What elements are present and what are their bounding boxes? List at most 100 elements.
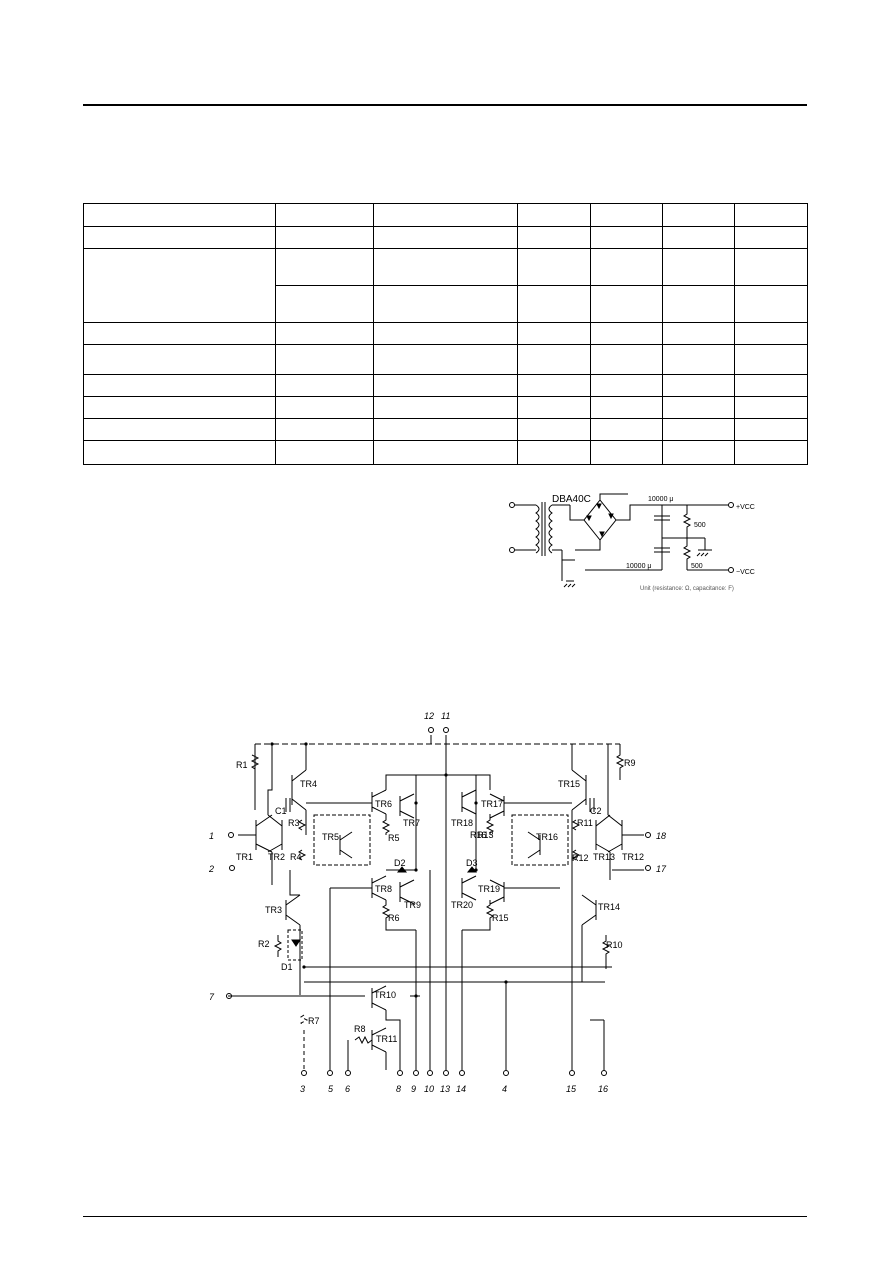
resistor-r9 (300, 1014, 309, 1070)
label-c2: C2 (590, 806, 602, 816)
capacitor-c2 (589, 798, 595, 812)
label-r7: R7 (308, 1016, 320, 1026)
resistor-r3 (298, 819, 307, 831)
supply-circuit: DBA40C 10000 μ 10000 μ 500 500 +VCC −VCC… (509, 493, 755, 592)
table-row (83, 322, 808, 345)
resistor-r7 (381, 900, 416, 931)
pin-8: 8 (396, 1084, 401, 1094)
label-tr3: TR3 (265, 905, 282, 915)
tr5-box (313, 814, 371, 866)
label-r1: R1 (236, 760, 248, 770)
resistor-r2 (273, 935, 282, 957)
transistor-tr20 (461, 875, 477, 901)
label-r6: R6 (388, 913, 400, 923)
pin-10: 10 (424, 1084, 434, 1094)
label-r12: R12 (572, 853, 589, 863)
label-tr14: TR14 (598, 902, 620, 912)
input-terminal-top (509, 502, 515, 508)
footer-rule (83, 1216, 807, 1217)
pin-1: 1 (209, 831, 214, 841)
label-tr20: TR20 (451, 900, 473, 910)
table-row (83, 248, 808, 323)
pin-7: 7 (209, 992, 215, 1002)
transistor-tr1 (238, 814, 273, 853)
unit-note: Unit (resistance: Ω, capacitance: F) (640, 586, 734, 592)
label-c1: C1 (275, 806, 287, 816)
transformer-secondary (548, 504, 553, 554)
resistor-r13 (572, 849, 581, 861)
spec-table (83, 203, 808, 465)
table-row (83, 418, 808, 441)
label-tr16: TR16 (536, 832, 558, 842)
label-r10: R10 (606, 940, 623, 950)
vcc-neg-label: −VCC (736, 569, 755, 576)
label-tr4: TR4 (300, 779, 317, 789)
capacitor-c1 (285, 798, 291, 812)
label-tr9: TR9 (404, 900, 421, 910)
resistor-r10 (615, 744, 625, 780)
res-top-label: 500 (694, 522, 706, 529)
pin-15: 15 (566, 1084, 577, 1094)
label-r16: R16 (470, 830, 487, 840)
transformer-primary (535, 504, 540, 554)
resistor-r8 (354, 1035, 373, 1045)
label-tr5: TR5 (322, 832, 339, 842)
pin-17: 17 (656, 864, 667, 874)
table-row (83, 440, 808, 465)
transistor-tr18 (461, 775, 477, 870)
pin-16: 16 (598, 1084, 608, 1094)
resistor-r11 (601, 935, 611, 969)
table-row (83, 396, 808, 419)
pin-9: 9 (411, 1084, 416, 1094)
transistor-tr4 (291, 744, 307, 835)
resistor-r15 (485, 814, 495, 835)
ground-pin-16 (590, 1019, 605, 1070)
pin-14: 14 (456, 1084, 466, 1094)
label-d2: D2 (394, 858, 406, 868)
pin-6: 6 (345, 1084, 350, 1094)
transistor-tr2 (267, 814, 283, 853)
resistor-r12 (572, 819, 581, 831)
label-tr18: TR18 (451, 818, 473, 828)
label-tr7: TR7 (403, 818, 420, 828)
label-tr2: TR2 (268, 852, 285, 862)
pin-18: 18 (656, 831, 666, 841)
vcc-pos-label: +VCC (736, 504, 755, 511)
resistor-r1 (250, 744, 260, 810)
pin-2: 2 (208, 864, 214, 874)
resistor-r4 (298, 849, 307, 861)
label-r3: R3 (288, 818, 300, 828)
label-tr6: TR6 (375, 799, 392, 809)
bridge-label: DBA40C (552, 494, 591, 505)
transistor-tr14 (581, 894, 597, 982)
diode-d1 (287, 929, 303, 961)
table-row (84, 285, 808, 323)
transistor-tr3 (285, 894, 301, 995)
bleeder-resistor-top (682, 505, 692, 538)
diode-d3 (466, 866, 478, 873)
ground-icon (563, 580, 576, 588)
transistor-tr9 (399, 879, 415, 905)
table-row (83, 374, 808, 397)
transistor-tr5 (339, 831, 353, 859)
label-r2: R2 (258, 939, 270, 949)
label-r11: R11 (577, 818, 593, 828)
label-d3: D3 (466, 858, 478, 868)
bleeder-resistor-bottom (682, 538, 692, 570)
vcc-pos-terminal (728, 502, 734, 508)
label-tr10: TR10 (374, 990, 396, 1000)
label-d1: D1 (281, 962, 293, 972)
pin-4: 4 (502, 1084, 507, 1094)
vcc-neg-terminal (728, 567, 734, 573)
input-terminal-bottom (509, 547, 515, 553)
tr16-box (511, 814, 569, 866)
filter-capacitor (654, 515, 670, 553)
transistor-tr7 (399, 793, 415, 819)
pin-5: 5 (328, 1084, 334, 1094)
label-tr13: TR13 (593, 852, 615, 862)
label-tr19: TR19 (478, 884, 500, 894)
transistor-tr15 (571, 744, 587, 1070)
label-tr15: TR15 (558, 779, 580, 789)
label-tr11: TR11 (376, 1034, 397, 1044)
transistor-tr16 (527, 831, 541, 859)
